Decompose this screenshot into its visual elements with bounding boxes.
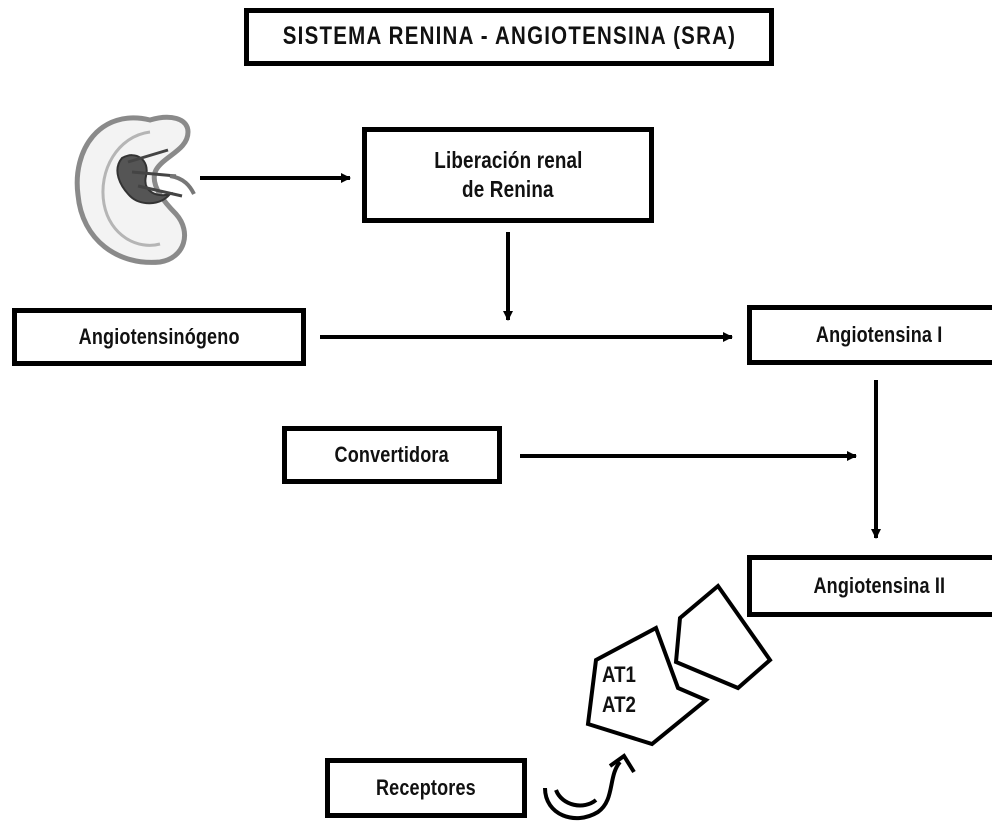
ligand-pentagon-shape (673, 583, 773, 691)
node-renina-line1: Liberación renal (433, 147, 583, 174)
node-receptores: Receptores (325, 758, 527, 818)
receptor-label-at2: AT2 (602, 692, 636, 717)
node-angiotensina-2: Angiotensina II (747, 555, 992, 617)
curved-arrow-icon (543, 753, 636, 821)
node-convertidora: Convertidora (282, 426, 502, 484)
node-renina-line2: de Renina (462, 176, 554, 202)
receptor-shape (585, 625, 710, 747)
node-angiotensina-1: Angiotensina I (747, 305, 992, 365)
node-liberacion-renina: Liberación renal de Renina (362, 127, 654, 223)
node-angiotensinogeno: Angiotensinógeno (12, 308, 306, 366)
receptor-label-at1: AT1 (602, 662, 636, 687)
diagram-title: SISTEMA RENINA - ANGIOTENSINA (SRA) (244, 8, 774, 66)
kidney-icon (74, 114, 196, 265)
